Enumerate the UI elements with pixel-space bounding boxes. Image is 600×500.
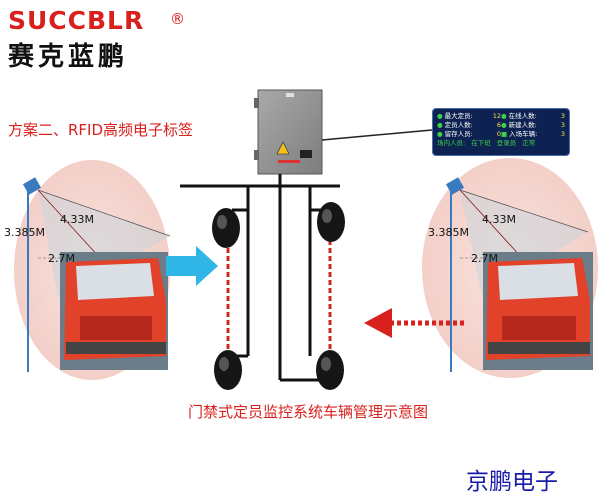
sensor-lens xyxy=(322,209,332,223)
exit-arrow-head xyxy=(364,308,392,338)
control-box-lock xyxy=(300,150,312,158)
right-height-measure: 3.385M xyxy=(428,226,469,239)
left-truck-grille xyxy=(80,316,152,340)
right-diag-measure: 4.33M xyxy=(482,213,516,226)
person-icon: ● xyxy=(437,121,443,129)
right-truck-bumper xyxy=(488,342,590,354)
sensor-bottom-left xyxy=(214,350,242,390)
right-truck-windshield xyxy=(498,263,578,300)
sensor-lens xyxy=(321,357,331,371)
left-truck-windshield xyxy=(76,263,154,300)
sensor-body xyxy=(214,350,242,390)
left-truck-bumper xyxy=(66,342,166,354)
panel-row-1: ●最大定员:12 ●在线人数:3 xyxy=(437,112,565,121)
control-box-label xyxy=(286,93,294,97)
sensor-body xyxy=(317,202,345,242)
panel-label: 最大定员: xyxy=(444,112,473,120)
warning-icon xyxy=(276,141,290,155)
right-truck-grille xyxy=(502,316,576,340)
panel-value: 6 xyxy=(496,121,501,129)
left-rfid-antenna xyxy=(22,177,42,195)
panel-foot-item: 在下班 xyxy=(471,139,491,147)
panel-value: 3 xyxy=(560,112,565,120)
panel-label: 新建人数: xyxy=(508,121,537,129)
control-box-plate xyxy=(278,160,300,163)
left-diag-measure: 4.33M xyxy=(60,213,94,226)
left-horiz-measure: 2.7M xyxy=(48,252,75,265)
left-beam-edge xyxy=(37,189,171,237)
sensor-top-right xyxy=(317,202,345,242)
sensor-lens xyxy=(217,215,227,229)
right-diag-line xyxy=(459,189,523,259)
sensor-body xyxy=(212,208,240,248)
panel-footer: 场内人员: 在下班 登录员 正常 xyxy=(437,139,565,148)
right-truck xyxy=(483,252,593,370)
left-height-measure: 3.385M xyxy=(4,226,45,239)
brand-logo-en: SUCCBLR xyxy=(8,6,145,35)
sensor-bottom-right xyxy=(316,350,344,390)
panel-label: 定员人数: xyxy=(444,121,473,129)
led-display-panel: ●最大定员:12 ●在线人数:3 ●定员人数:6 ●新建人数:3 ●留存人员:0… xyxy=(432,108,570,156)
panel-row-3: ●留存人员: 0 ■入场车辆: 3 xyxy=(437,130,565,139)
person-icon: ● xyxy=(501,112,507,120)
right-beam-edge xyxy=(459,189,589,233)
panel-label: 留存人员: xyxy=(444,130,473,138)
right-rfid-antenna xyxy=(445,177,465,195)
panel-label: 入场车辆: xyxy=(509,130,538,138)
panel-value: 0 xyxy=(496,130,501,138)
left-truck xyxy=(60,252,168,370)
entry-arrow xyxy=(166,246,218,286)
cable-to-panel xyxy=(321,129,433,141)
panel-value: 3 xyxy=(560,121,565,129)
sensor-top-left xyxy=(212,208,240,248)
control-box xyxy=(254,89,323,175)
sensor-body xyxy=(316,350,344,390)
panel-value: 12 xyxy=(492,112,501,120)
control-box-hinge-bottom xyxy=(254,150,259,160)
right-horiz-measure: 2.7M xyxy=(471,252,498,265)
plan-title: 方案二、RFID高频电子标签 xyxy=(8,121,194,139)
panel-value: 3 xyxy=(560,130,565,138)
person-icon: ● xyxy=(501,121,507,129)
panel-foot-status: 正常 xyxy=(522,139,536,147)
truck-icon: ■ xyxy=(501,130,508,138)
company-name: 京鹏电子 xyxy=(466,469,558,495)
sensor-lens xyxy=(219,357,229,371)
panel-label: 在线人数: xyxy=(508,112,537,120)
registered-mark: ® xyxy=(170,10,185,28)
panel-foot-label: 场内人员: xyxy=(437,139,466,147)
person-icon: ● xyxy=(437,130,443,138)
panel-foot-item: 登录员 xyxy=(496,139,517,147)
person-icon: ● xyxy=(437,112,443,120)
panel-row-2: ●定员人数:6 ●新建人数:3 xyxy=(437,121,565,130)
brand-logo-cn: 赛克蓝鹏 xyxy=(8,42,129,72)
left-diag-line xyxy=(37,189,101,259)
control-box-hinge-top xyxy=(254,98,259,108)
diagram-caption: 门禁式定员监控系统车辆管理示意图 xyxy=(188,403,429,421)
